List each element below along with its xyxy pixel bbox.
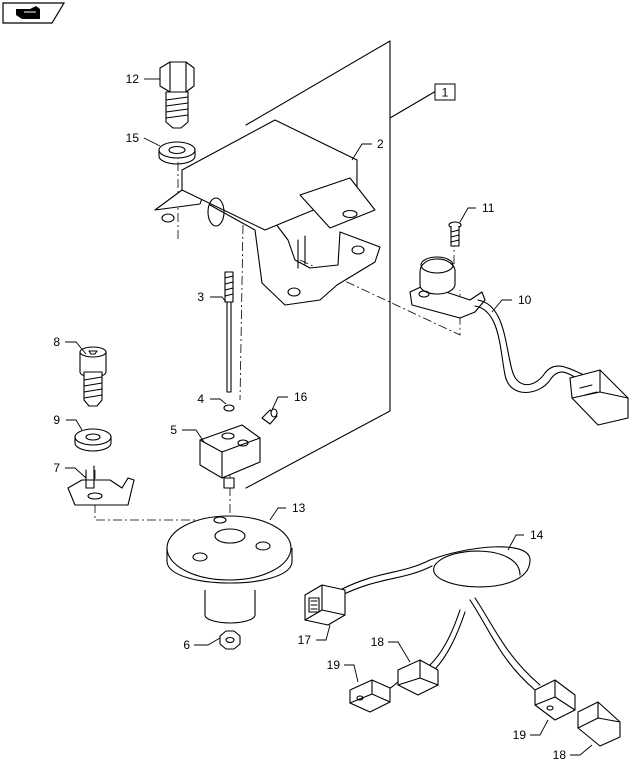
nav-button[interactable]	[2, 2, 66, 24]
connector-part-18-b	[577, 701, 621, 747]
group-label-box: 1	[434, 83, 456, 101]
hand-pointer-icon	[16, 6, 40, 19]
lock-plate-part-7	[67, 465, 135, 506]
rod-part-3	[224, 271, 234, 393]
callout-6: 6	[183, 638, 190, 652]
socket-screw-part-8	[79, 346, 107, 407]
pivot-block-part-5	[199, 424, 261, 489]
harness-part-14	[339, 546, 541, 691]
callout-19-b: 19	[513, 728, 527, 742]
callout-10: 10	[518, 293, 532, 307]
callout-18-b: 18	[553, 748, 567, 760]
callout-3: 3	[197, 290, 204, 304]
fitting-part-16	[261, 408, 278, 425]
connector-part-18-a	[397, 659, 439, 696]
bracket-part-2	[154, 119, 381, 306]
callout-16: 16	[294, 390, 308, 404]
washer-part-9	[74, 428, 112, 452]
connector-part-19-a	[349, 679, 391, 713]
screw-part-11	[448, 221, 462, 247]
callout-4: 4	[197, 392, 204, 406]
callout-12: 12	[126, 72, 140, 86]
leader-lines	[65, 78, 593, 756]
nut-part-6	[219, 630, 241, 650]
callout-5: 5	[170, 423, 177, 437]
connector-part-19-b	[534, 679, 576, 721]
callout-13: 13	[292, 501, 306, 515]
callout-2: 2	[377, 137, 384, 151]
nut-part-4	[223, 404, 235, 412]
flange-part-13	[166, 515, 293, 624]
callout-15: 15	[126, 131, 140, 145]
group-boundary	[245, 40, 437, 489]
svg-text:1: 1	[442, 86, 449, 100]
callout-8: 8	[53, 335, 60, 349]
washer-part-15	[158, 141, 196, 165]
callout-7: 7	[53, 461, 60, 475]
callout-18-a: 18	[371, 635, 385, 649]
callout-9: 9	[53, 413, 60, 427]
callout-labels: 12 15 2 3 4 5 16 8 9 7 6 13 11 10 14 17 …	[53, 72, 566, 760]
callout-14: 14	[530, 528, 544, 542]
hex-bolt-part-12	[159, 61, 195, 129]
connector-part-17	[304, 584, 346, 626]
sensor-part-10	[409, 256, 629, 426]
callout-19-a: 19	[327, 658, 341, 672]
callout-17: 17	[298, 633, 312, 647]
callout-11: 11	[482, 201, 495, 215]
